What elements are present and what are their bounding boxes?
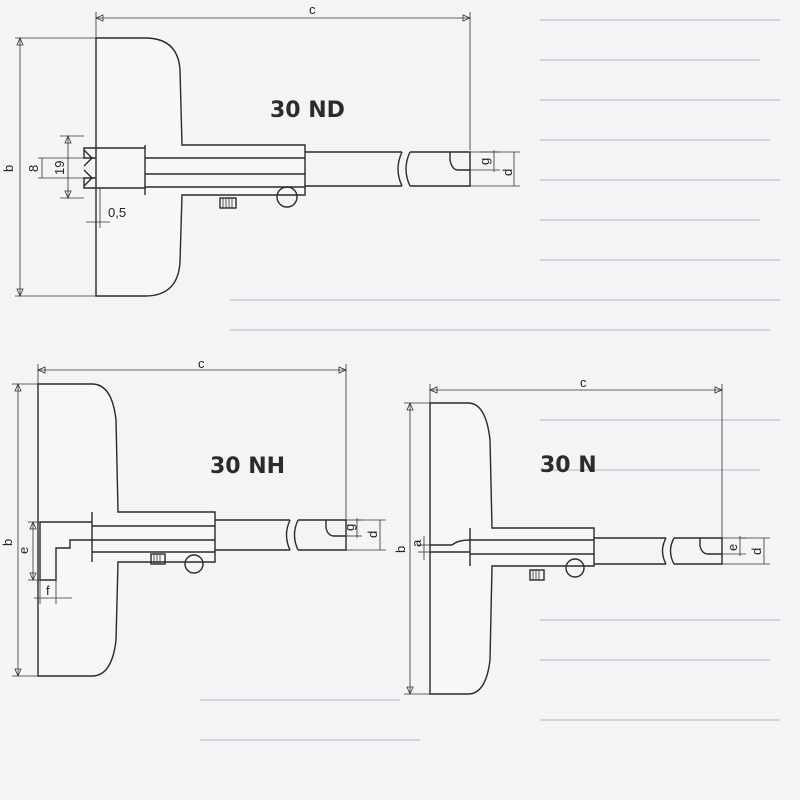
nd-screw-right xyxy=(276,186,298,208)
nh-dim-c: c xyxy=(198,356,205,371)
n-title: 30 N xyxy=(540,453,597,478)
nd-dim-g: g xyxy=(477,158,492,165)
nh-dim-e: e xyxy=(16,547,31,554)
nh-hook xyxy=(39,521,92,581)
nd-lock-screw xyxy=(219,197,237,209)
nd-base-plate xyxy=(95,37,306,297)
nh-title: 30 NH xyxy=(210,454,285,479)
nh-dim-f: f xyxy=(46,583,50,598)
nd-dim-d: d xyxy=(500,169,515,176)
nd-measuring-rod xyxy=(305,151,471,187)
n-lock-screw xyxy=(529,569,545,581)
nd-dim-19: 19 xyxy=(52,161,67,175)
nd-dim-c: c xyxy=(309,2,316,17)
nd-dim-b: b xyxy=(1,165,16,172)
nh-rod-break xyxy=(285,519,299,551)
n-screw-right xyxy=(565,558,585,578)
nh-lock-screw xyxy=(150,553,166,565)
n-dim-d: d xyxy=(749,548,764,555)
background-bleed-lines xyxy=(200,19,780,741)
nh-screw-right xyxy=(184,554,204,574)
nh-measuring-rod xyxy=(215,519,347,551)
diagram-30-n: c b a e d 30 N xyxy=(393,375,770,696)
nh-dim-d: d xyxy=(365,531,380,538)
nh-base-plate xyxy=(37,383,216,677)
n-dim-c: c xyxy=(580,375,587,390)
nh-dim-b: b xyxy=(0,539,15,546)
nh-dim-g: g xyxy=(342,524,357,531)
nd-dim-0-5: 0,5 xyxy=(108,205,126,220)
diagram-30-nd: c b 8 19 0,5 g d 30 ND xyxy=(1,2,520,298)
n-rod-break xyxy=(661,537,675,565)
n-dim-b: b xyxy=(393,546,408,553)
n-base-plate xyxy=(429,402,595,695)
nd-dim-8: 8 xyxy=(26,165,41,172)
n-measuring-rod xyxy=(594,537,723,565)
nd-rod-break xyxy=(397,151,411,187)
nd-title: 30 ND xyxy=(270,98,345,123)
n-tip xyxy=(430,539,471,546)
diagram-30-nh: c b e f g d 30 NH xyxy=(0,356,386,678)
n-dim-a: a xyxy=(409,539,424,547)
n-dim-e: e xyxy=(725,544,740,551)
